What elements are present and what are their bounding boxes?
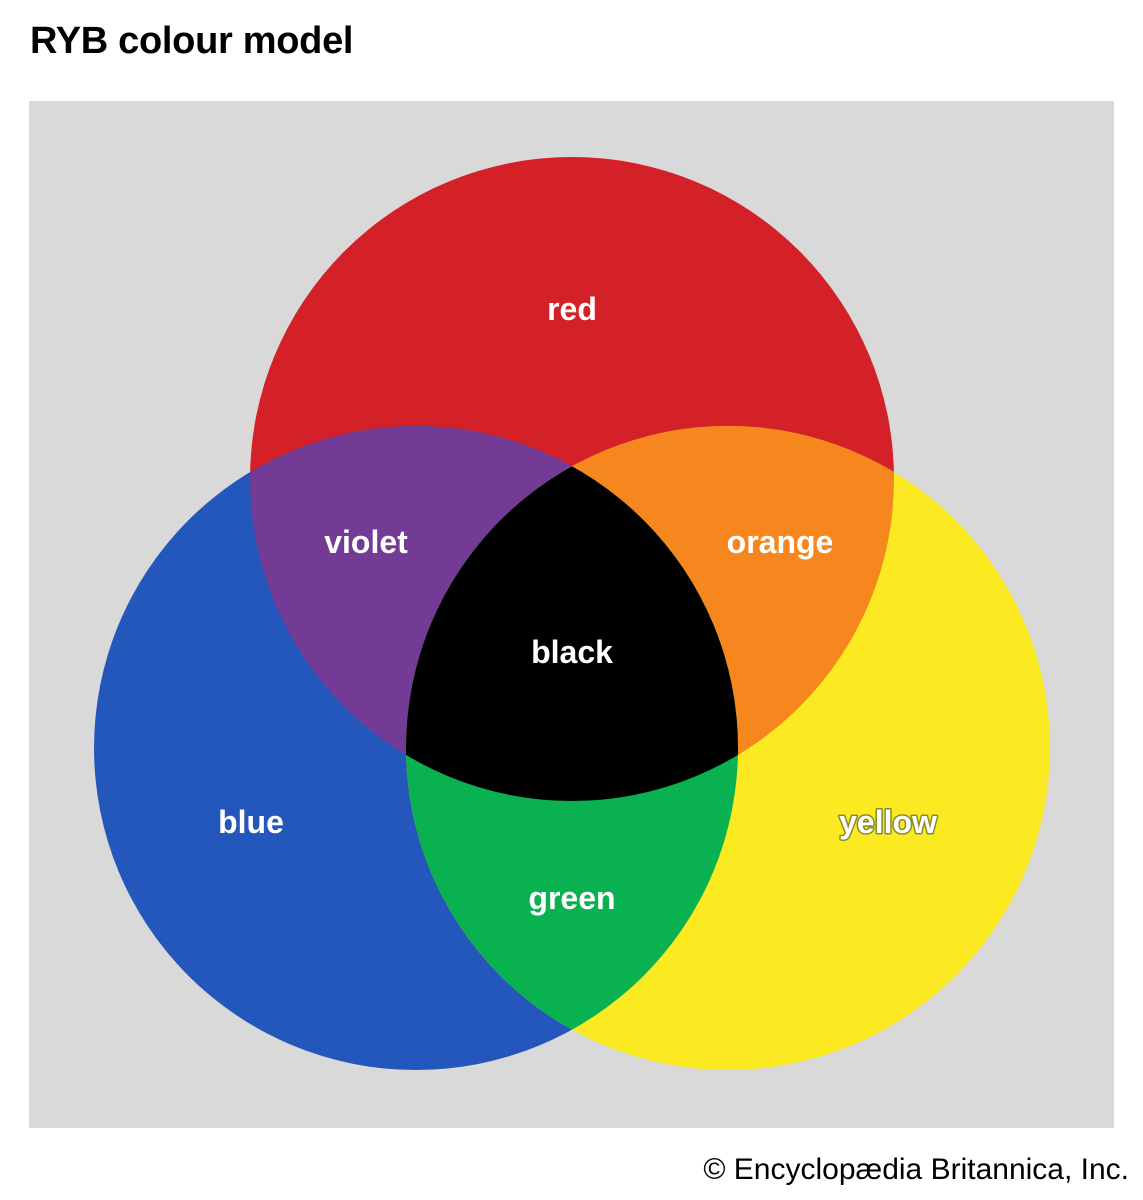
- label-green: green: [528, 880, 615, 916]
- copyright-credit: © Encyclopædia Britannica, Inc.: [703, 1153, 1129, 1186]
- label-yellow: yellow: [839, 804, 937, 840]
- label-violet: violet: [324, 524, 408, 560]
- black-overlap: [406, 426, 738, 801]
- label-black: black: [531, 634, 613, 670]
- page-title: RYB colour model: [30, 20, 354, 62]
- label-blue: blue: [218, 804, 284, 840]
- ryb-venn-diagram: red violet orange black blue yellow gree…: [29, 101, 1114, 1128]
- label-red: red: [547, 291, 597, 327]
- label-orange: orange: [727, 524, 834, 560]
